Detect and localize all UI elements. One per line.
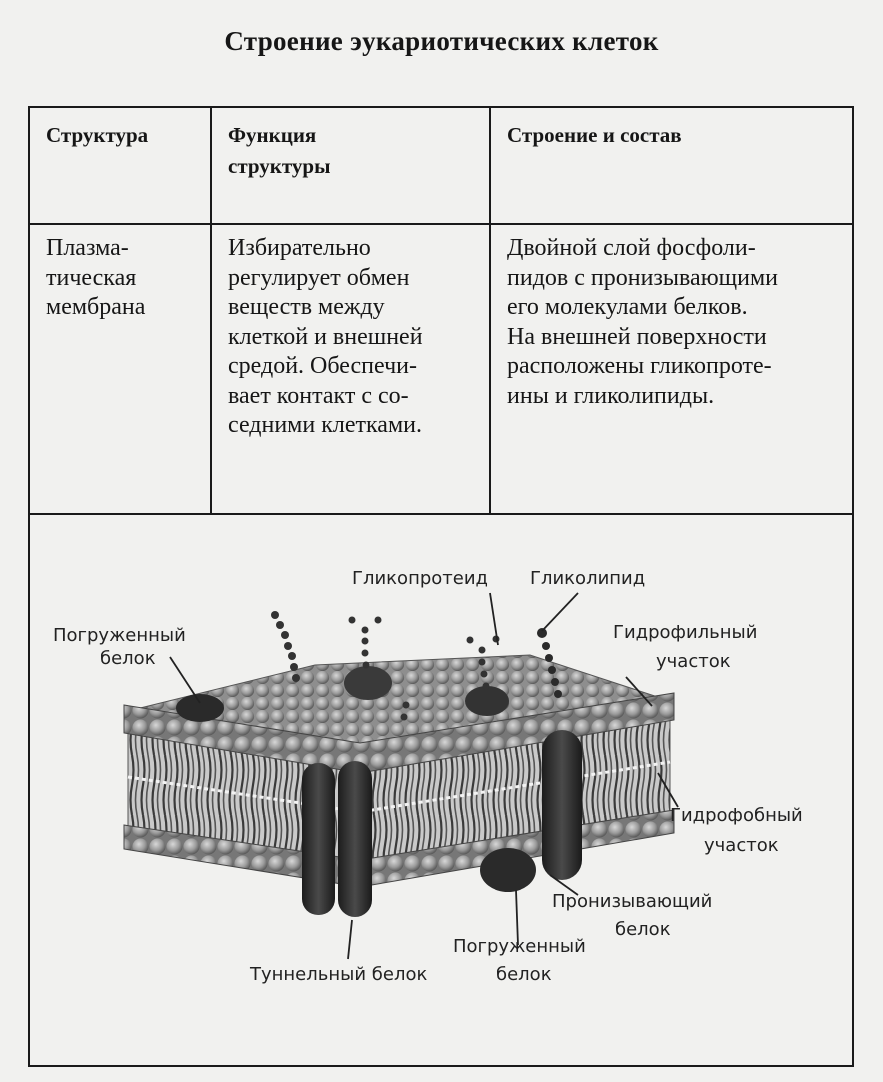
header-function: Функция структуры xyxy=(228,120,331,182)
submerged-protein-bottom xyxy=(480,848,536,892)
column-divider-1 xyxy=(210,108,212,515)
text-line: регулирует обмен xyxy=(228,264,410,291)
text-line: Избирательно xyxy=(228,235,371,261)
header-composition: Строение и состав xyxy=(507,123,682,147)
label-tunnel-protein: Туннельный белок xyxy=(249,964,427,985)
row-divider xyxy=(30,513,852,515)
glycoprotein-chains xyxy=(271,611,500,721)
text-line: мембрана xyxy=(46,294,146,320)
label-submerged-protein-bottom-1: Погруженный xyxy=(453,936,586,957)
header-divider xyxy=(30,223,852,225)
label-hydrophobic-1: Гидрофобный xyxy=(670,805,803,826)
label-penetrating-1: Пронизывающий xyxy=(552,891,712,912)
header-structure: Структура xyxy=(46,123,149,147)
label-glycolipid: Гликолипид xyxy=(530,568,645,589)
penetrating-protein xyxy=(542,730,582,880)
text-line: его молекулами белков. xyxy=(507,294,748,320)
text-line: Двойной слой фосфоли- xyxy=(507,235,756,261)
header-function-line-1: Функция xyxy=(228,123,317,147)
text-line: вает контакт с со- xyxy=(228,382,409,409)
tunnel-protein xyxy=(302,763,335,915)
header-function-line-2: структуры xyxy=(228,154,331,178)
page-title: Строение эукариотических клеток xyxy=(224,26,659,56)
label-glycoprotein: Гликопротеид xyxy=(352,568,488,589)
label-submerged-protein-top-1: Погруженный xyxy=(53,625,186,646)
text-line: тическая xyxy=(46,264,137,291)
membrane-diagram: Гликопротеид Гликолипид Погруженный бело… xyxy=(53,568,803,985)
cell-structure: Плазма- тическая мембрана xyxy=(46,234,145,323)
label-hydrophobic-2: участок xyxy=(704,835,779,856)
label-hydrophilic-1: Гидрофильный xyxy=(613,622,757,643)
column-divider-2 xyxy=(489,108,491,515)
text-line: Плазма- xyxy=(46,235,129,261)
text-line: ины и гликолипиды. xyxy=(507,382,715,409)
label-hydrophilic-2: участок xyxy=(656,651,731,672)
text-line: веществ между xyxy=(228,294,385,320)
text-line: расположены гликопроте- xyxy=(507,353,772,379)
structure-table: Структура Функция структуры Строение и с… xyxy=(28,106,854,1067)
label-penetrating-2: белок xyxy=(615,919,671,940)
submerged-protein-top xyxy=(176,694,224,722)
label-submerged-protein-bottom-2: белок xyxy=(496,964,552,985)
glycolipid-chain xyxy=(537,628,562,698)
leader-lines xyxy=(169,592,679,960)
text-line: На внешней поверхности xyxy=(507,323,767,350)
text-line: седними клетками. xyxy=(228,412,422,438)
cell-composition: Двойной слой фосфоли- пидов с пронизываю… xyxy=(507,234,778,411)
text-line: средой. Обеспечи- xyxy=(228,353,417,379)
text-line: пидов с пронизывающими xyxy=(507,264,778,291)
text-line: клеткой и внешней xyxy=(228,323,423,350)
label-submerged-protein-top-2: белок xyxy=(100,648,156,669)
cell-function: Избирательно регулирует обмен веществ ме… xyxy=(228,234,423,441)
